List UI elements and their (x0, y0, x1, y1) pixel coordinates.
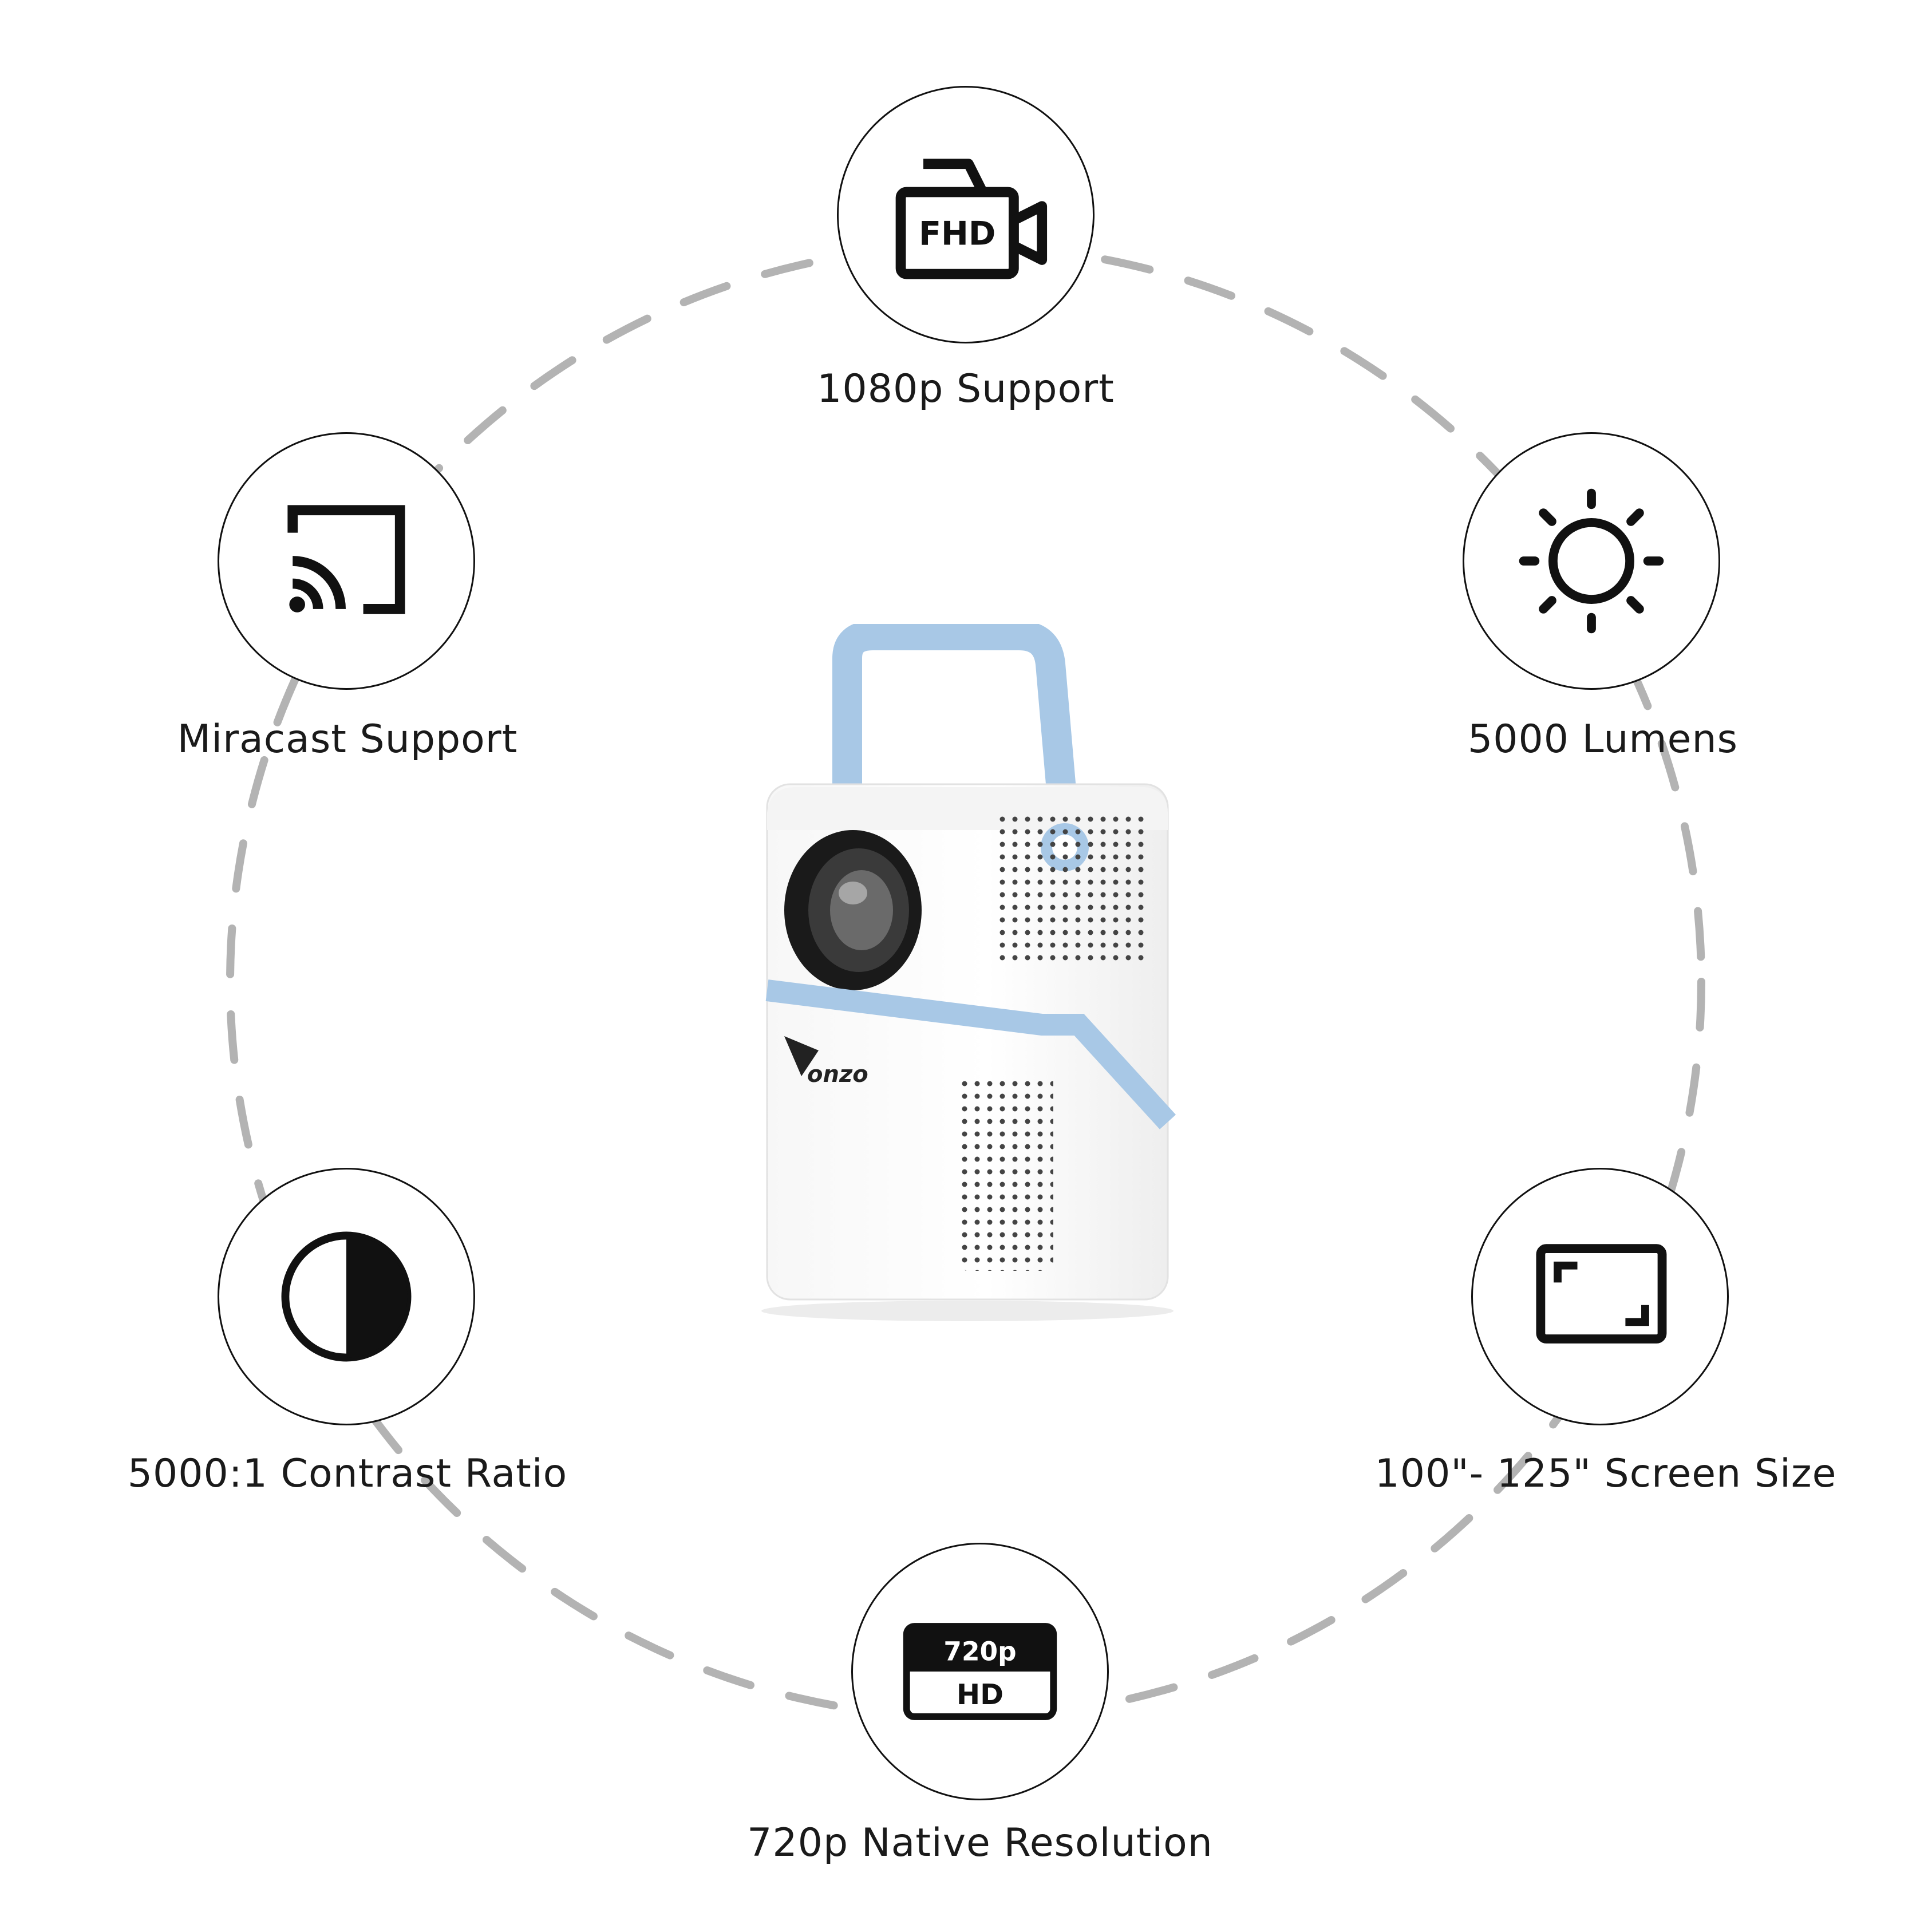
feature-miracast-label: Miracast Support (177, 717, 518, 762)
feature-1080p-label: 1080p Support (817, 366, 1115, 412)
feature-contrast-label: 5000:1 Contrast Ratio (127, 1451, 568, 1496)
screen-size-icon (1536, 1244, 1667, 1344)
fhd-icon-text: FHD (919, 215, 995, 252)
projector-image: onzo (761, 624, 1176, 1321)
feature-lumens-circle (1463, 432, 1720, 690)
hd-icon-text: HD (957, 1678, 1003, 1711)
720p-icon-text: 720p (943, 1636, 1016, 1666)
feature-720p-circle: 720p HD (851, 1543, 1109, 1800)
feature-720p-label: 720p Native Resolution (747, 1820, 1213, 1866)
720p-hd-icon: 720p HD (903, 1623, 1057, 1720)
cast-icon (287, 505, 405, 614)
feature-screen-label: 100"- 125" Screen Size (1374, 1451, 1837, 1496)
feature-miracast-circle (218, 432, 475, 690)
contrast-icon (281, 1231, 412, 1362)
sun-brightness-icon (1519, 488, 1664, 634)
brand-logo: onzo (784, 1036, 868, 1088)
feature-contrast-circle (218, 1168, 475, 1425)
feature-lumens-label: 5000 Lumens (1467, 717, 1739, 762)
feature-screen-circle (1471, 1168, 1729, 1425)
brand-logo-text: onzo (807, 1061, 868, 1088)
fhd-camera-icon: FHD (895, 159, 1048, 279)
feature-1080p-circle: FHD (837, 86, 1095, 343)
